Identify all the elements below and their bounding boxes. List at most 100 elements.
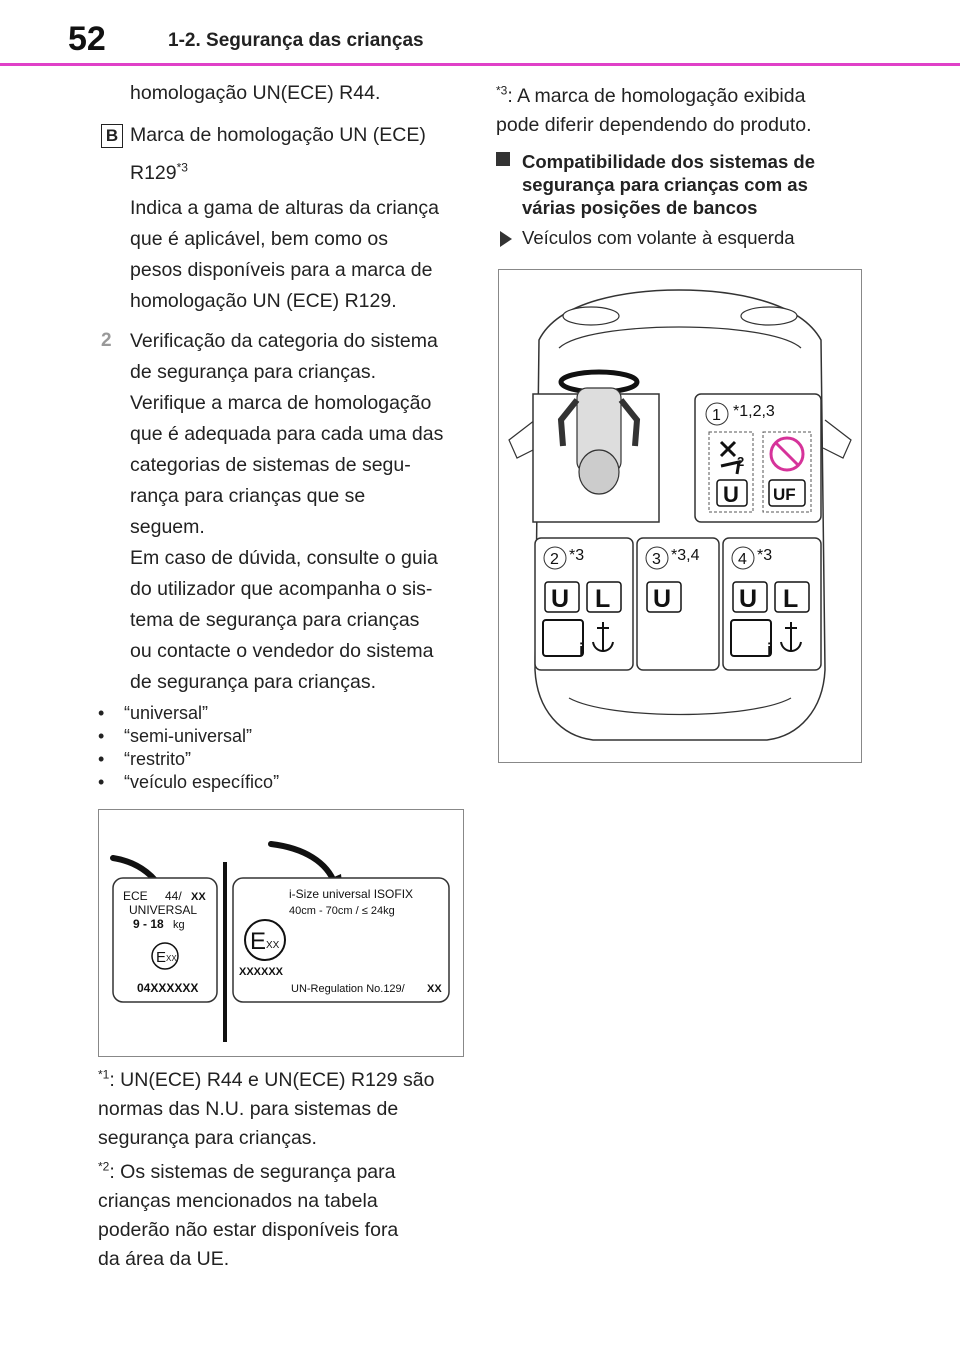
b-desc-line: Indica a gama de alturas da criança bbox=[130, 197, 439, 219]
r129-reg-xx: XX bbox=[427, 983, 442, 995]
u-mark-seat-4 bbox=[732, 581, 768, 613]
step-line: categorias de sistemas de segu- bbox=[130, 454, 411, 476]
footnote-1-first-line: *1: UN(ECE) R44 e UN(ECE) R129 são bbox=[98, 1066, 494, 1095]
r44-label bbox=[112, 877, 218, 1003]
e-mark-large bbox=[244, 919, 286, 961]
list-item-text: “restrito” bbox=[124, 749, 191, 769]
seat-1-level: 2 bbox=[737, 454, 744, 469]
seat-1 bbox=[694, 393, 822, 523]
u-mark-seat-3 bbox=[646, 581, 682, 613]
b-desc-line: que é aplicável, bem como os bbox=[130, 228, 388, 250]
r44-universal: UNIVERSAL bbox=[129, 903, 197, 917]
step-line: Verifique a marca de homologação bbox=[130, 392, 432, 414]
seat-4-mark-l: L bbox=[783, 585, 798, 613]
r44-approval-number: 04XXXXXX bbox=[137, 981, 198, 995]
list-item: •“restrito” bbox=[98, 748, 279, 771]
u-mark-seat-2 bbox=[544, 581, 580, 613]
footnote-2-marker: *2 bbox=[98, 1159, 110, 1174]
r44-weight-unit: kg bbox=[173, 919, 185, 931]
r129-range: 40cm - 70cm / ≤ 24kg bbox=[289, 905, 395, 917]
seat-1-icon-frame-right bbox=[762, 431, 812, 513]
list-item-text: “universal” bbox=[124, 703, 209, 723]
footnote-2-text: : Os sistemas de segurança para bbox=[109, 1161, 396, 1183]
seat-3-mark-u: U bbox=[653, 585, 671, 613]
seat-1-mark-uf: UF bbox=[773, 485, 796, 504]
no-rear-facing-icon bbox=[769, 436, 805, 472]
seat-3-note: *3,4 bbox=[671, 547, 700, 564]
seat-1-icon-frame-left bbox=[708, 431, 754, 513]
e-mark-small-sub: XX bbox=[166, 954, 177, 963]
child-seat-isofix-icon bbox=[730, 619, 772, 657]
mirror-left bbox=[508, 419, 538, 459]
seat-1-note: *1,2,3 bbox=[733, 403, 775, 420]
footnote-2-first-line: *2: Os sistemas de segurança para bbox=[98, 1158, 494, 1187]
footnote-line: pode diferir dependendo do produto. bbox=[496, 114, 812, 136]
seat-4-mark-u: U bbox=[739, 585, 757, 613]
b-desc-line: pesos disponíveis para a marca de bbox=[130, 259, 433, 281]
square-bullet-icon bbox=[496, 152, 510, 166]
rear-window bbox=[568, 697, 792, 716]
page-number: 52 bbox=[68, 20, 106, 58]
l-mark-seat-2 bbox=[586, 581, 622, 613]
b-title-r129-text: R129 bbox=[130, 162, 177, 184]
seat-2 bbox=[534, 537, 634, 671]
continuation-line: homologação UN(ECE) R44. bbox=[130, 82, 381, 104]
headlamp-right bbox=[740, 306, 798, 326]
e-mark-large-sub: XX bbox=[266, 940, 280, 951]
step-line: do utilizador que acompanha o sis- bbox=[130, 578, 433, 600]
r129-regulation: UN-Regulation No.129/ bbox=[291, 983, 406, 995]
bullet-dot: • bbox=[98, 726, 105, 746]
b-title-r129: R129*3 bbox=[130, 158, 460, 189]
step-line: rança para crianças que se bbox=[130, 485, 366, 507]
b-title: Marca de homologação UN (ECE) bbox=[130, 124, 426, 146]
r129-title: i-Size universal ISOFIX bbox=[289, 887, 413, 901]
seat-2-icon-i: i bbox=[579, 640, 584, 660]
step-text: Verificação da categoria do sistema de s… bbox=[130, 326, 460, 698]
e-mark-large-letter: E bbox=[250, 928, 266, 955]
step-line: de segurança para crianças. bbox=[130, 361, 377, 383]
footnote-3-text: : A marca de homologação exibida bbox=[507, 85, 806, 107]
seat-with-child-icon bbox=[719, 440, 741, 475]
e-mark-small-letter: E bbox=[156, 949, 166, 966]
step-line: seguem. bbox=[130, 516, 205, 538]
b-description: Indica a gama de alturas da criança que … bbox=[130, 193, 460, 317]
list-item: •“veículo específico” bbox=[98, 771, 279, 794]
step-line: tema de segurança para crianças bbox=[130, 609, 420, 631]
seat-3 bbox=[636, 537, 720, 671]
seat-3-number-circle bbox=[645, 546, 669, 570]
footnote-line: da área da UE. bbox=[98, 1248, 230, 1270]
seat-4-icon-i: i bbox=[767, 640, 772, 660]
seat-2-mark-u: U bbox=[551, 585, 569, 613]
list-item: •“universal” bbox=[98, 702, 279, 725]
step-line: que é adequada para cada uma das bbox=[130, 423, 444, 445]
driver-arm-left bbox=[557, 398, 580, 447]
seat-2-number-circle bbox=[543, 546, 567, 570]
header-rule bbox=[0, 63, 960, 66]
r129-label bbox=[232, 877, 450, 1003]
triangle-bullet-icon bbox=[500, 231, 512, 247]
footnote-2: *2: Os sistemas de segurança para crianç… bbox=[98, 1158, 494, 1274]
footnote-3: *3: A marca de homologação exibida pode … bbox=[496, 82, 902, 140]
u-mark-seat-1 bbox=[716, 479, 748, 507]
step-line: Em caso de dúvida, consulte o guia bbox=[130, 547, 438, 569]
child-seat-isofix-icon bbox=[542, 619, 584, 657]
seat-1-number-circle bbox=[705, 402, 729, 426]
list-item-text: “semi-universal” bbox=[124, 726, 253, 746]
uf-mark-seat-1 bbox=[768, 479, 806, 507]
seat-1-number: 1 bbox=[712, 407, 721, 424]
driver-arm-right bbox=[618, 398, 641, 447]
step-line: Verificação da categoria do sistema bbox=[130, 330, 438, 352]
mirror-right bbox=[822, 419, 852, 459]
footnote-ref-3: *3 bbox=[176, 160, 188, 175]
footnote-line: normas das N.U. para sistemas de bbox=[98, 1098, 399, 1120]
isofix-anchor-icon bbox=[592, 622, 614, 652]
list-item-text: “veículo específico” bbox=[124, 772, 280, 792]
section-title: 1-2. Segurança das crianças bbox=[168, 30, 424, 51]
approval-labels-illustration: ECE 44/ XX UNIVERSAL 9 - 18 kg E XX 04XX… bbox=[110, 841, 450, 1042]
seat-4-number-circle bbox=[731, 546, 755, 570]
seat-2-note: *3 bbox=[569, 547, 584, 564]
step-line: ou contacte o vendedor do sistema bbox=[130, 640, 434, 662]
r44-reg: 44/ bbox=[165, 889, 182, 903]
footnote-1-text: : UN(ECE) R44 e UN(ECE) R129 são bbox=[109, 1069, 435, 1091]
subsection-heading: Compatibilidade dos sistemas de seguranç… bbox=[522, 151, 815, 218]
